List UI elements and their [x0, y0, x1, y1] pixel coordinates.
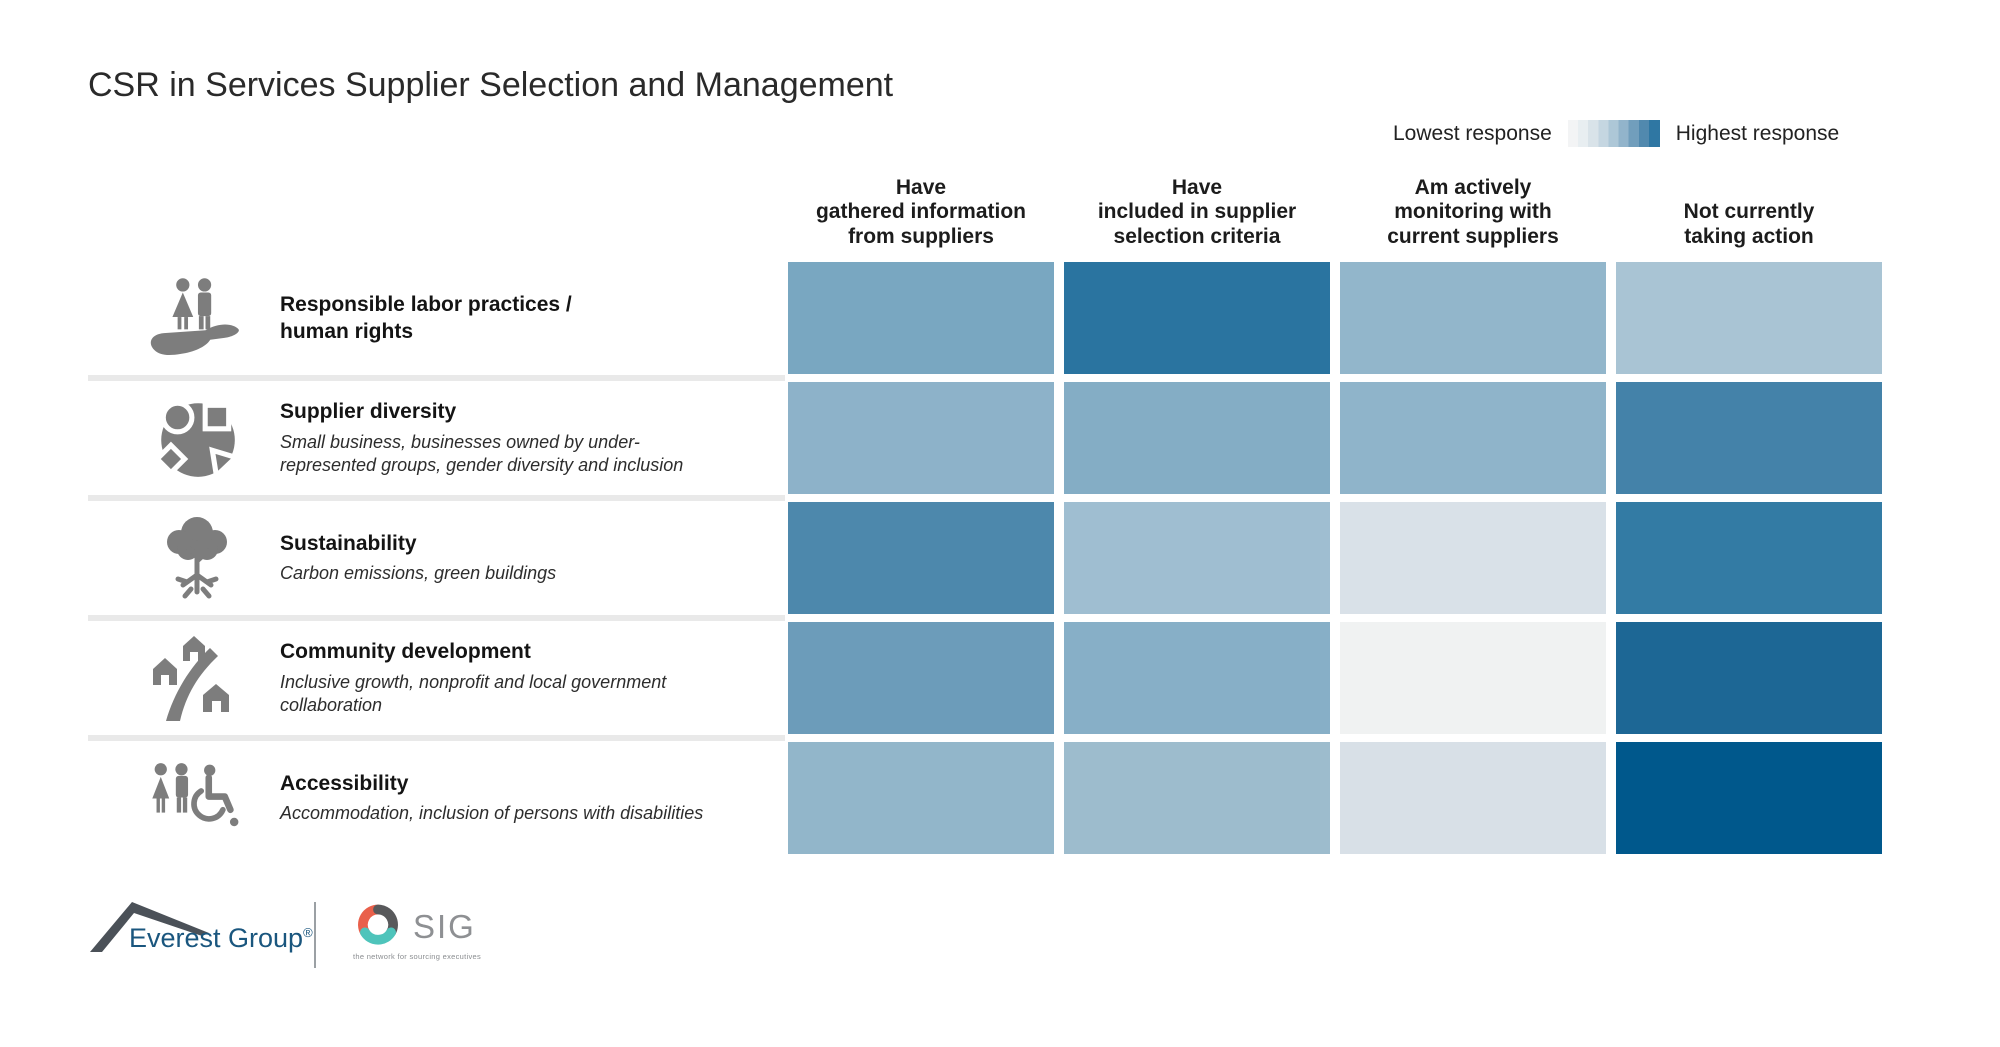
- row-label-responsible-labor: Responsible labor practices / human righ…: [88, 262, 778, 374]
- legend-high-label: Highest response: [1675, 121, 1840, 145]
- heatmap-cell-r3-c1: [788, 502, 1054, 614]
- sig-knot-icon: [358, 904, 398, 945]
- column-header-actively-monitoring: Am actively monitoring with current supp…: [1387, 175, 1559, 249]
- registered-mark: ®: [303, 925, 313, 940]
- row-description: Small business, businesses owned by unde…: [280, 431, 684, 476]
- row-description: Inclusive growth, nonprofit and local go…: [280, 671, 667, 716]
- row-separator: [88, 495, 785, 501]
- row-separator: [88, 375, 785, 381]
- brand-divider: [314, 902, 316, 968]
- row-separator: [88, 735, 785, 741]
- diversity-shapes-icon: [138, 392, 256, 484]
- sig-tagline: the network for sourcing executives: [353, 952, 482, 961]
- row-label-accessibility: Accessibility Accommodation, inclusion o…: [88, 742, 778, 854]
- heatmap-cell-r2-c1: [788, 382, 1054, 494]
- column-header-not-taking-action: Not currently taking action: [1683, 200, 1815, 249]
- heatmap-cell-r5-c2: [1064, 742, 1330, 854]
- column-header-selection-criteria: Have included in supplier selection crit…: [1097, 175, 1297, 249]
- mountain-icon: [90, 902, 209, 952]
- row-title: Responsible labor practices / human righ…: [280, 292, 572, 343]
- heatmap-cell-r3-c4: [1616, 502, 1882, 614]
- heatmap: Have gathered information from suppliers…: [88, 170, 1882, 854]
- sig-wordmark: SIG: [413, 908, 476, 945]
- everest-group-logo: [90, 900, 214, 961]
- heatmap-cell-r4-c4: [1616, 622, 1882, 734]
- heatmap-cell-r5-c4: [1616, 742, 1882, 854]
- heatmap-cell-r5-c3: [1340, 742, 1606, 854]
- row-title: Accessibility: [280, 772, 409, 796]
- row-title: Supplier diversity: [280, 400, 457, 424]
- heatmap-cell-r5-c1: [788, 742, 1054, 854]
- heatmap-cell-r1-c3: [1340, 262, 1606, 374]
- heatmap-cell-r2-c3: [1340, 382, 1606, 494]
- row-title: Community development: [280, 640, 531, 664]
- row-separator: [88, 615, 785, 621]
- row-label-community-development: Community development Inclusive growth, …: [88, 622, 778, 734]
- page-title: CSR in Services Supplier Selection and M…: [88, 66, 894, 104]
- heatmap-cell-r1-c4: [1616, 262, 1882, 374]
- heatmap-cell-r3-c3: [1340, 502, 1606, 614]
- community-houses-icon: [138, 632, 256, 724]
- heatmap-cell-r1-c1: [788, 262, 1054, 374]
- everest-group-name: Everest Group: [129, 923, 304, 953]
- heatmap-cell-r4-c3: [1340, 622, 1606, 734]
- heatmap-cell-r2-c4: [1616, 382, 1882, 494]
- heatmap-cell-r3-c2: [1064, 502, 1330, 614]
- legend-gradient-bar: [1567, 120, 1660, 147]
- row-description: Carbon emissions, green buildings: [280, 563, 557, 584]
- row-description: Accommodation, inclusion of persons with…: [280, 803, 704, 824]
- row-label-sustainability: Sustainability Carbon emissions, green b…: [88, 502, 778, 614]
- heatmap-cell-r4-c1: [788, 622, 1054, 734]
- accessibility-people-icon: [138, 758, 256, 838]
- legend: Lowest response Highest response: [1393, 120, 1839, 147]
- heatmap-cell-r4-c2: [1064, 622, 1330, 734]
- legend-low-label: Lowest response: [1393, 121, 1552, 145]
- corner-spacer: [88, 170, 778, 254]
- sig-logo: [352, 903, 404, 958]
- row-label-supplier-diversity: Supplier diversity Small business, busin…: [88, 382, 778, 494]
- heatmap-cell-r1-c2: [1064, 262, 1330, 374]
- row-title: Sustainability: [280, 532, 417, 556]
- column-header-gathered-information: Have gathered information from suppliers: [815, 175, 1026, 249]
- hand-holding-people-icon: [138, 269, 256, 367]
- tree-icon: [138, 513, 256, 603]
- everest-group-wordmark: Everest Group®: [129, 923, 313, 954]
- heatmap-cell-r2-c2: [1064, 382, 1330, 494]
